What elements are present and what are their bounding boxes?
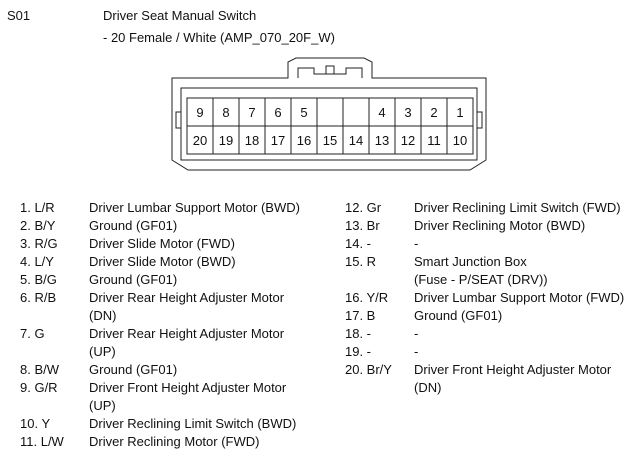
pin-id: 15. R [345,254,377,269]
pin-description: (DN) [89,308,117,323]
pin-id: 1. L/R [20,200,55,215]
pin-description: Driver Rear Height Adjuster Motor [89,290,285,305]
pin-cell [342,97,370,127]
pin-number: 16 [297,133,311,148]
pin-number: 12 [401,133,415,148]
pin-id: 14. - [345,236,372,251]
pin-description: Driver Lumbar Support Motor (FWD) [414,290,625,305]
pin-description: - [414,236,419,251]
pin-description: Driver Reclining Limit Switch (BWD) [89,416,297,431]
pin-number: 5 [300,105,307,120]
pin-id: 9. G/R [20,380,58,395]
pin-cell [446,125,474,155]
pin-id: 17. B [345,308,376,323]
pin-description: (DN) [414,380,442,395]
pin-number: 17 [271,133,285,148]
pin-number: 15 [323,133,337,148]
pin-number: 3 [404,105,411,120]
connector-latch [297,67,363,78]
pin-number: 14 [349,133,363,148]
pin-number: 10 [453,133,467,148]
pin-description: Smart Junction Box [414,254,527,269]
pin-description: (UP) [89,398,116,413]
pin-id: 11. L/W [20,434,64,449]
pin-id: 16. Y/R [345,290,389,305]
pin-description: Driver Slide Motor (BWD) [89,254,236,269]
pin-description: Ground (GF01) [89,218,178,233]
pin-id: 10. Y [20,416,51,431]
connector-title: Driver Seat Manual Switch [103,8,257,23]
pin-number: 8 [222,105,229,120]
pin-description: Driver Reclining Motor (BWD) [414,218,586,233]
pin-description: Driver Lumbar Support Motor (BWD) [89,200,300,215]
pin-id: 4. L/Y [20,254,54,269]
pin-number: 9 [196,105,203,120]
pin-id: 6. R/B [20,290,57,305]
pin-description: (UP) [89,344,116,359]
pin-description: Driver Front Height Adjuster Motor [89,380,287,395]
pin-number: 19 [219,133,233,148]
pin-id: 20. Br/Y [345,362,392,377]
pin-number: 4 [378,105,385,120]
connector-housing [171,57,487,171]
pin-id: 13. Br [345,218,380,233]
connector-inner-frame [180,87,478,161]
pin-description: Driver Slide Motor (FWD) [89,236,235,251]
connector-subtitle: - 20 Female / White (AMP_070_20F_W) [103,30,335,45]
pin-description: Driver Reclining Motor (FWD) [89,434,260,449]
pin-id: 18. - [345,326,372,341]
pin-cell [316,97,344,127]
pin-number: 6 [274,105,281,120]
pin-id: 5. B/G [20,272,57,287]
pin-description: Ground (GF01) [414,308,503,323]
pin-number: 7 [248,105,255,120]
pin-id: 19. - [345,344,372,359]
pin-number: 11 [427,133,441,148]
pin-description: Driver Front Height Adjuster Motor [414,362,612,377]
pin-id: 3. R/G [20,236,58,251]
connector-code: S01 [7,8,31,23]
pin-number: 20 [193,133,207,148]
pin-description: (Fuse - P/SEAT (DRV)) [414,272,548,287]
pin-number: 13 [375,133,389,148]
pin-description: Driver Rear Height Adjuster Motor [89,326,285,341]
pin-description: Driver Reclining Limit Switch (FWD) [414,200,621,215]
pin-description: Ground (GF01) [89,362,178,377]
pin-number: 18 [245,133,259,148]
pin-id: 2. B/Y [20,218,56,233]
pin-id: 8. B/W [20,362,60,377]
pin-number: 1 [456,105,463,120]
pin-id: 7. G [20,326,45,341]
pin-description: Ground (GF01) [89,272,178,287]
pin-number: 2 [430,105,437,120]
pin-description: - [414,344,419,359]
pin-id: 12. Gr [345,200,382,215]
pin-description: - [414,326,419,341]
